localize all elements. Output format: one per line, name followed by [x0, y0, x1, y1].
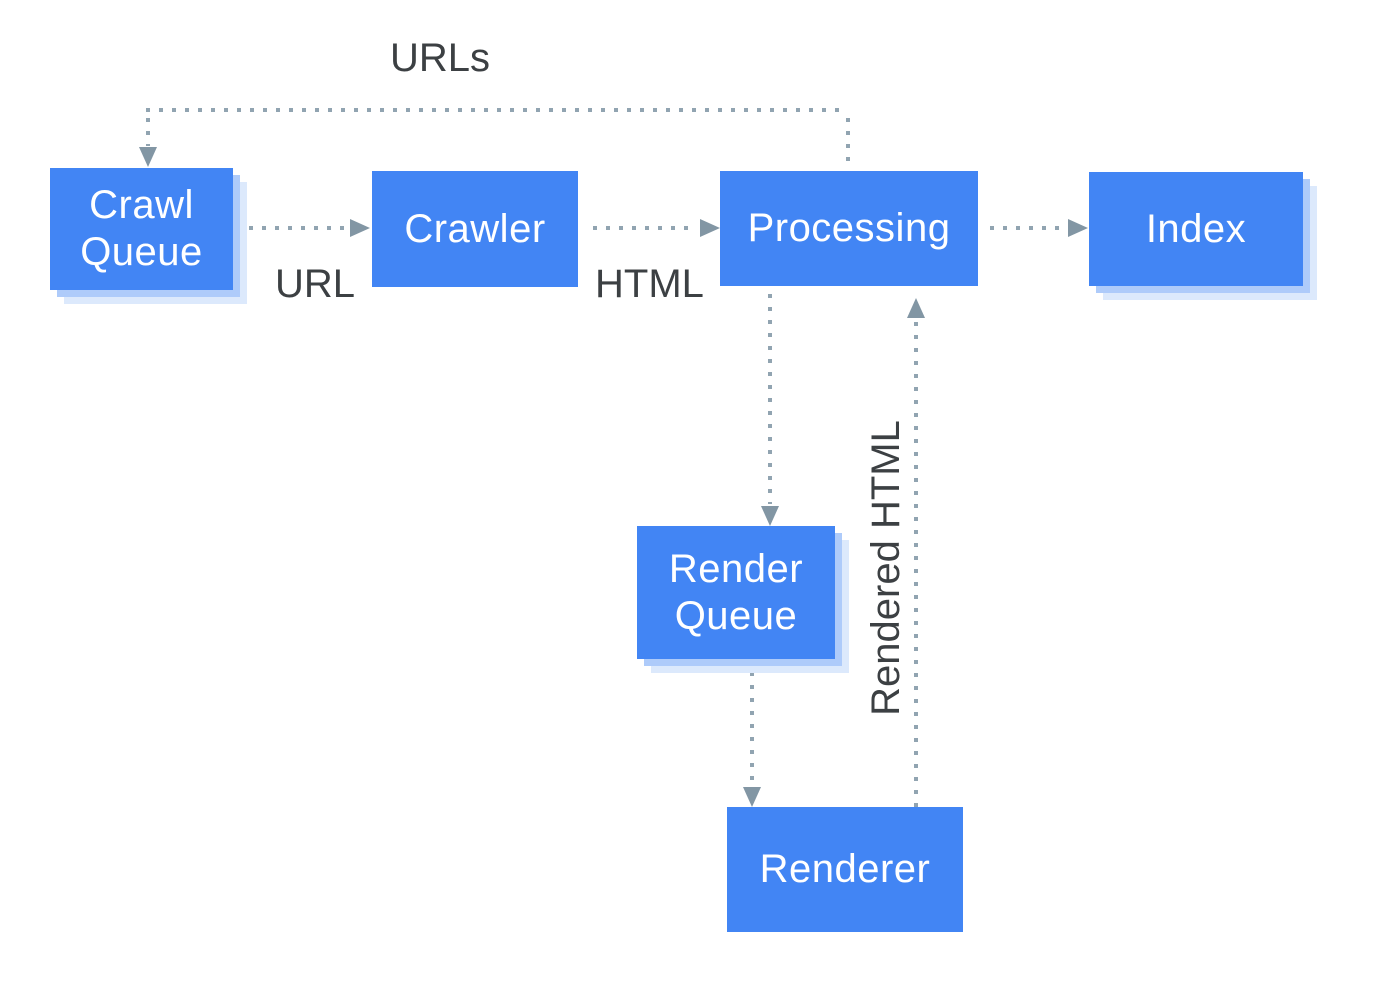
arrowhead-right-into-processing-icon: [700, 219, 720, 237]
node-crawler: Crawler: [372, 171, 578, 287]
node-processing: Processing: [720, 171, 978, 286]
node-renderer: Renderer: [727, 807, 963, 932]
edge-label-urls: URLs: [390, 36, 491, 80]
edge-processing-to-render-queue: [768, 294, 772, 504]
arrowhead-down-into-render-queue-icon: [761, 506, 779, 526]
node-crawler-label: Crawler: [404, 206, 546, 251]
edge-urls-horizontal: [146, 108, 848, 112]
edge-urls-vertical-from-processing: [846, 118, 850, 170]
node-crawl-queue: Crawl Queue: [50, 168, 233, 290]
node-render-queue: Render Queue: [637, 526, 835, 659]
edge-processing-to-index: [990, 226, 1066, 230]
arrowhead-right-into-crawler-icon: [350, 219, 370, 237]
node-render-queue-label: Render Queue: [668, 546, 804, 638]
node-renderer-label: Renderer: [759, 847, 931, 891]
edge-urls-vertical-to-crawl-queue: [146, 118, 150, 146]
node-index-label: Index: [1145, 206, 1247, 251]
node-index: Index: [1089, 172, 1303, 286]
edge-label-url: URL: [275, 262, 356, 306]
edge-renderer-to-processing: [914, 322, 918, 807]
arrowhead-right-into-index-icon: [1068, 219, 1088, 237]
arrowhead-down-into-renderer-icon: [743, 787, 761, 807]
edge-crawl-queue-to-crawler: [249, 226, 349, 230]
arrowhead-down-into-crawl-queue-icon: [139, 147, 157, 167]
edge-label-html: HTML: [595, 262, 704, 306]
node-crawl-queue-label: Crawl Queue: [80, 183, 203, 274]
edge-label-rendered-html: Rendered HTML: [864, 420, 908, 716]
edge-crawler-to-processing: [593, 226, 697, 230]
arrowhead-up-into-processing-icon: [907, 298, 925, 318]
edge-render-queue-to-renderer: [750, 672, 754, 785]
node-processing-label: Processing: [747, 206, 951, 250]
